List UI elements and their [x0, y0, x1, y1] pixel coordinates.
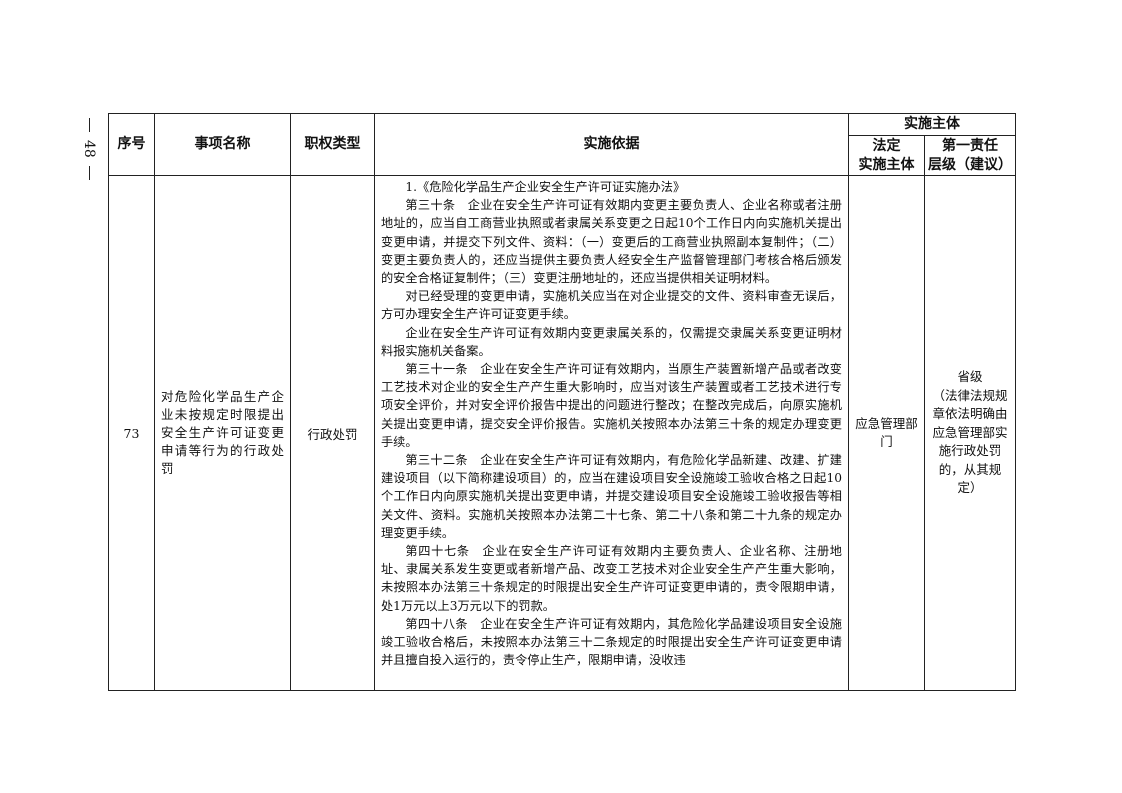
- table-row: 73 对危险化学品生产企业未按规定时限提出安全生产许可证变更申请等行为的行政处罚…: [108, 175, 1016, 691]
- header-implementing-subject: 实施主体: [848, 113, 1016, 136]
- row-basis: 1.《危险化学品生产企业安全生产许可证实施办法》 第三十条 企业在安全生产许可证…: [374, 175, 849, 691]
- header-basis: 实施依据: [374, 113, 849, 176]
- page-number-dash-bottom: [88, 165, 90, 180]
- page-number-marker: 48: [78, 118, 100, 208]
- row-item-name: 对危险化学品生产企业未按规定时限提出安全生产许可证变更申请等行为的行政处罚: [154, 175, 291, 691]
- basis-paragraph: 1.《危险化学品生产企业安全生产许可证实施办法》: [405, 180, 686, 194]
- header-legal-subject: 法定 实施主体: [848, 135, 925, 176]
- basis-paragraph: 第三十一条 企业在安全生产许可证有效期内，当原生产装置新增产品或者改变工艺技术对…: [381, 362, 842, 449]
- basis-paragraph: 第三十条 企业在安全生产许可证有效期内变更主要负责人、企业名称或者注册地址的，应…: [381, 198, 842, 286]
- header-item-name: 事项名称: [154, 113, 291, 176]
- page-number: 48: [81, 140, 97, 158]
- row-legal-subject: 应急管理部门: [848, 175, 925, 691]
- basis-paragraph: 第四十八条 企业在安全生产许可证有效期内，其危险化学品建设项目安全设施竣工验收合…: [381, 616, 842, 668]
- enforcement-items-table: 序号 事项名称 职权类型 实施依据 实施主体 法定 实施主体 第一责任 层级（建…: [108, 113, 1016, 691]
- basis-paragraph: 对已经受理的变更申请，实施机关应当在对企业提交的文件、资料审查无误后，方可办理安…: [381, 289, 842, 322]
- basis-paragraph: 第三十二条 企业在安全生产许可证有效期内，有危险化学品新建、改建、扩建建设项目（…: [381, 453, 842, 540]
- page-number-dash-top: [88, 118, 90, 132]
- row-power-type: 行政处罚: [290, 175, 375, 691]
- header-responsibility-level: 第一责任 层级（建议）: [924, 135, 1016, 176]
- row-responsibility-level: 省级 （法律法规规章依法明确由应急管理部实施行政处罚的，从其规定）: [924, 175, 1016, 691]
- header-seq: 序号: [108, 113, 155, 176]
- basis-paragraph: 企业在安全生产许可证有效期内变更隶属关系的，仅需提交隶属关系变更证明材料报实施机…: [381, 325, 842, 358]
- header-power-type: 职权类型: [290, 113, 375, 176]
- row-seq: 73: [108, 175, 155, 691]
- basis-paragraph: 第四十七条 企业在安全生产许可证有效期内主要负责人、企业名称、注册地址、隶属关系…: [381, 544, 842, 613]
